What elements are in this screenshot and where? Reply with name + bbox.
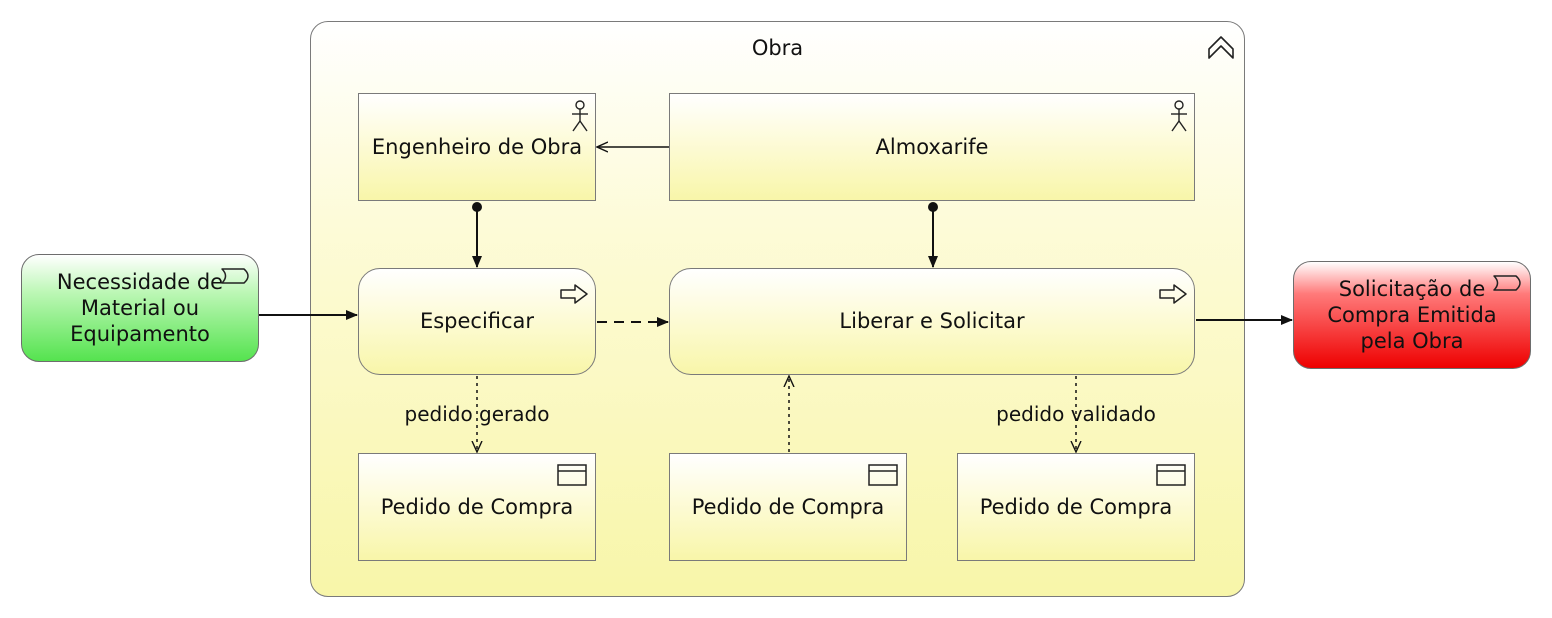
business-object-pedido-de-compra-2[interactable]: Pedido de Compra — [669, 453, 907, 561]
actor-label: Almoxarife — [875, 134, 989, 159]
business-object-pedido-de-compra-3[interactable]: Pedido de Compra — [957, 453, 1195, 561]
process-label: Especificar — [419, 309, 535, 334]
actor-icon — [1171, 100, 1187, 132]
event-necessidade-de-material[interactable]: Necessidade de Material ou Equipamento — [21, 254, 259, 362]
edge-label-pedido-gerado: pedido gerado — [404, 402, 550, 426]
business-object-pedido-de-compra-1[interactable]: Pedido de Compra — [358, 453, 596, 561]
actor-icon — [572, 100, 588, 132]
object-label: Pedido de Compra — [979, 494, 1173, 519]
object-label: Pedido de Compra — [691, 494, 885, 519]
business-object-icon — [1156, 464, 1186, 486]
process-arrow-icon — [560, 284, 588, 304]
actor-label: Engenheiro de Obra — [371, 134, 583, 159]
edge-label-pedido-validado: pedido validado — [996, 402, 1156, 426]
event-icon — [1493, 275, 1521, 291]
process-liberar-e-solicitar[interactable]: Liberar e Solicitar — [669, 268, 1195, 375]
actor-almoxarife[interactable]: Almoxarife — [669, 93, 1195, 201]
actor-engenheiro-de-obra[interactable]: Engenheiro de Obra — [358, 93, 596, 201]
process-especificar[interactable]: Especificar — [358, 268, 596, 375]
business-object-icon — [868, 464, 898, 486]
event-solicitacao-de-compra-emitida[interactable]: Solicitação de Compra Emitida pela Obra — [1293, 261, 1531, 369]
collapse-chevron-icon[interactable] — [1206, 32, 1236, 62]
business-object-icon — [557, 464, 587, 486]
event-label: Necessidade de Material ou Equipamento — [56, 269, 224, 347]
event-label: Solicitação de Compra Emitida pela Obra — [1327, 276, 1497, 354]
process-label: Liberar e Solicitar — [839, 309, 1025, 334]
event-icon — [221, 268, 249, 284]
process-arrow-icon — [1159, 284, 1187, 304]
group-title: Obra — [751, 36, 804, 60]
object-label: Pedido de Compra — [380, 494, 574, 519]
